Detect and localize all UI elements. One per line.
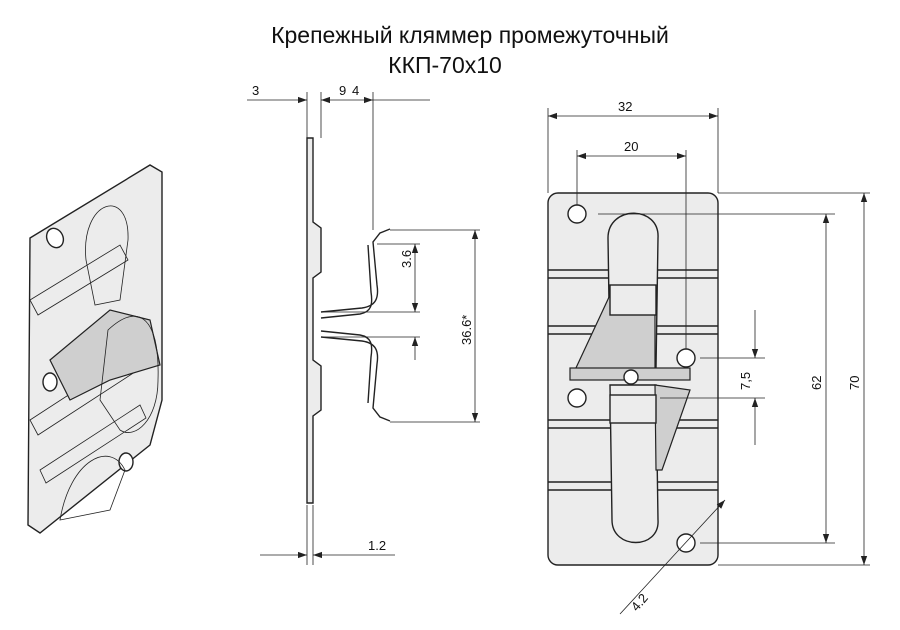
dim-side-3: 3 xyxy=(252,83,259,98)
dim-front-62: 62 xyxy=(809,376,824,390)
dim-front-32: 32 xyxy=(618,99,632,114)
isometric-view xyxy=(27,164,163,534)
dim-side-9: 9 xyxy=(339,83,346,98)
dim-front-20: 20 xyxy=(624,139,638,154)
dim-front-4-2: 4.2 xyxy=(628,590,651,613)
dim-front-70: 70 xyxy=(847,376,862,390)
drawing-model-code: ККП-70х10 xyxy=(388,52,502,78)
dim-side-1-2: 1.2 xyxy=(368,538,386,553)
dim-side-3-6: 3.6 xyxy=(399,250,414,268)
dim-side-4: 4 xyxy=(352,83,359,98)
front-view: 32 20 7,5 62 70 4.2 xyxy=(547,99,870,615)
dim-front-7-5: 7,5 xyxy=(738,372,753,390)
side-view: 3 9 4 3.6 36.6* 1.2 xyxy=(247,83,480,565)
dim-side-36-6: 36.6* xyxy=(459,315,474,345)
drawing-title: Крепежный кляммер промежуточный xyxy=(271,22,669,48)
